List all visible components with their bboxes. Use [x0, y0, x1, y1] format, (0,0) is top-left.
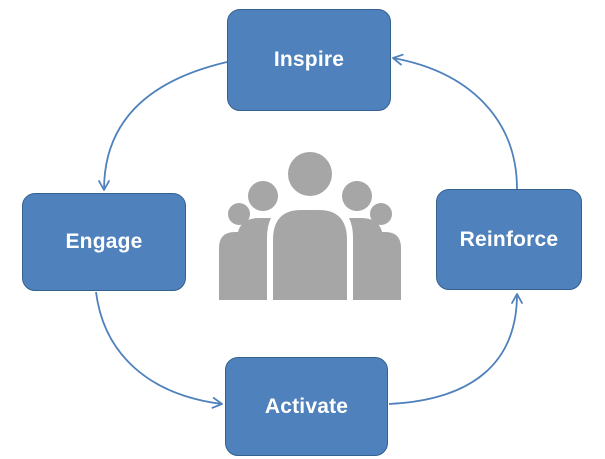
edge-engage-to-activate — [95, 291, 223, 409]
edge-inspire-to-engage — [98, 61, 228, 191]
edge-reinforce-to-inspire — [392, 53, 518, 190]
group-of-people-icon — [219, 152, 401, 300]
node-label-activate: Activate — [264, 394, 349, 418]
node-activate: Activate — [225, 357, 388, 456]
node-inspire: Inspire — [227, 9, 391, 111]
edge-activate-to-reinforce — [388, 293, 523, 405]
node-reinforce: Reinforce — [436, 189, 582, 290]
node-label-inspire: Inspire — [273, 48, 345, 71]
node-label-engage: Engage — [65, 230, 143, 253]
node-label-reinforce: Reinforce — [459, 227, 559, 251]
node-engage: Engage — [22, 193, 186, 291]
